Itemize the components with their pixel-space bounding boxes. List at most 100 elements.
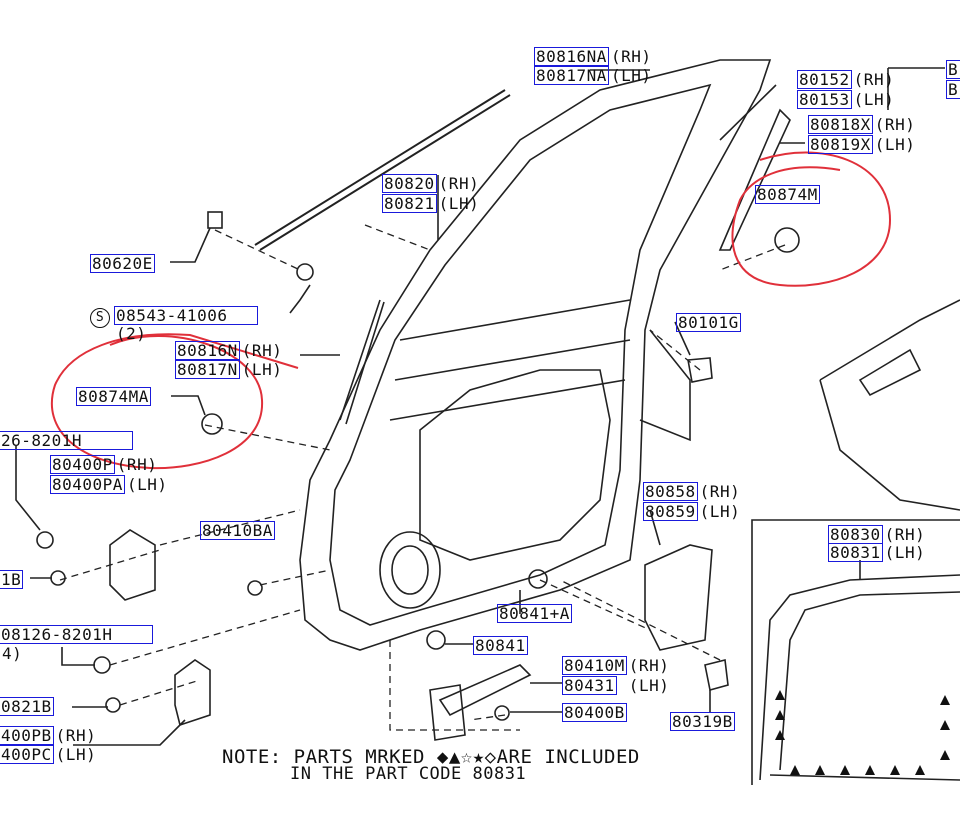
standard-part-symbol-icon: S	[90, 308, 110, 328]
part-label-80816NA[interactable]: 80816NA(RH)	[534, 47, 651, 66]
part-number: 400PC	[0, 745, 54, 764]
part-number: B	[946, 60, 960, 79]
part-label-80821B[interactable]: 0821B	[0, 697, 54, 716]
part-label-80874MA[interactable]: 80874MA	[76, 387, 151, 406]
side-suffix: (LH)	[884, 543, 926, 562]
side-suffix: (RH)	[628, 656, 670, 675]
part-label-80400PC[interactable]: 400PC(LH)	[0, 745, 96, 764]
part-number: 80819X	[808, 135, 873, 154]
part-label-08126-8201H-upper[interactable]: 26-8201H	[0, 431, 134, 450]
part-label-80817NA[interactable]: 80817NA(LH)	[534, 66, 651, 85]
part-number: 80859	[643, 502, 698, 521]
part-label-80831[interactable]: 80831(LH)	[828, 543, 925, 562]
part-number: 80400B	[562, 703, 627, 722]
side-suffix: (RH)	[55, 726, 97, 745]
part-label-80859[interactable]: 80859(LH)	[643, 502, 740, 521]
part-label-cut-bottom[interactable]: B	[946, 80, 960, 99]
part-label-80410BA[interactable]: 80410BA	[200, 521, 275, 540]
note-line-2: IN THE PART CODE 80831	[290, 764, 527, 784]
part-label-08126-8201H[interactable]: 08126-8201H	[0, 625, 154, 644]
part-label-80819X[interactable]: 80819X(LH)	[808, 135, 915, 154]
part-number: 80831	[828, 543, 883, 562]
side-suffix: (RH)	[884, 525, 926, 544]
side-suffix: (LH)	[874, 135, 916, 154]
part-number: 80874M	[755, 185, 820, 204]
side-suffix: (LH)	[610, 66, 652, 85]
part-label-80400P[interactable]: 80400P(RH)	[50, 455, 157, 474]
side-suffix: (RH)	[438, 174, 480, 193]
part-number: 80816N	[175, 341, 240, 360]
part-label-80818X[interactable]: 80818X(RH)	[808, 115, 915, 134]
part-label-80400PB[interactable]: 400PB(RH)	[0, 726, 96, 745]
part-number: 0821B	[0, 697, 54, 716]
part-number: 80400P	[50, 455, 115, 474]
note-line-1: NOTE: PARTS MRKED ◆▲☆★◇ARE INCLUDED	[222, 746, 640, 768]
part-number: 26-8201H	[0, 431, 134, 450]
part-number: 80841	[473, 636, 528, 655]
part-label-1B[interactable]: 1B	[0, 570, 24, 589]
part-label-80816N[interactable]: 80816N(RH)	[175, 341, 282, 360]
part-label-80820[interactable]: 80820(RH)	[382, 174, 479, 193]
part-number: 80153	[797, 90, 852, 109]
red-annotation-circles	[50, 151, 892, 470]
part-label-80400B[interactable]: 80400B	[562, 703, 627, 722]
part-number: 80817N	[175, 360, 240, 379]
part-label-80821[interactable]: 80821(LH)	[382, 194, 479, 213]
part-number: 80830	[828, 525, 883, 544]
annotation-circle-80874M	[731, 151, 892, 287]
side-suffix: (LH)	[126, 475, 168, 494]
part-number: 08543-41006	[114, 306, 259, 325]
part-number: 80410BA	[200, 521, 275, 540]
side-suffix: (RH)	[241, 341, 283, 360]
part-label-80874M[interactable]: 80874M	[755, 185, 820, 204]
side-suffix: (RH)	[874, 115, 916, 134]
part-number: 80816NA	[534, 47, 609, 66]
part-label-80858[interactable]: 80858(RH)	[643, 482, 740, 501]
side-suffix: (LH)	[853, 90, 895, 109]
part-label-80153[interactable]: 80153(LH)	[797, 90, 894, 109]
part-label-80841[interactable]: 80841	[473, 636, 528, 655]
part-number: 80858	[643, 482, 698, 501]
side-suffix: (RH)	[699, 482, 741, 501]
part-label-cut-top[interactable]: B	[946, 60, 960, 79]
side-suffix: (LH)	[241, 360, 283, 379]
door-frame	[299, 59, 772, 651]
part-number: 80817NA	[534, 66, 609, 85]
part-number: 80152	[797, 70, 852, 89]
part-number: 80410M	[562, 656, 627, 675]
part-number: 80818X	[808, 115, 873, 134]
part-label-80101G[interactable]: 80101G	[676, 313, 741, 332]
part-number: 80821	[382, 194, 437, 213]
part-number: 80820	[382, 174, 437, 193]
part-label-80410M[interactable]: 80410M(RH)	[562, 656, 669, 675]
part-number: 80841+A	[497, 604, 572, 623]
part-number: 80431	[562, 676, 617, 695]
part-number: 400PB	[0, 726, 54, 745]
side-suffix: (RH)	[853, 70, 895, 89]
part-label-80620E[interactable]: 80620E	[90, 254, 155, 273]
annotation-circle-80874MA	[50, 333, 299, 470]
part-number: 80620E	[90, 254, 155, 273]
part-number: 08126-8201H	[0, 625, 154, 644]
quantity-note: 4)	[2, 644, 23, 663]
side-suffix: (LH)	[438, 194, 480, 213]
part-label-80817N[interactable]: 80817N(LH)	[175, 360, 282, 379]
part-number: 80319B	[670, 712, 735, 731]
part-label-80400PA[interactable]: 80400PA(LH)	[50, 475, 167, 494]
part-label-80319B[interactable]: 80319B	[670, 712, 735, 731]
part-number: 1B	[0, 570, 24, 589]
part-label-80830[interactable]: 80830(RH)	[828, 525, 925, 544]
part-number: B	[946, 80, 960, 99]
side-suffix: (LH)	[55, 745, 97, 764]
part-label-80841-A[interactable]: 80841+A	[497, 604, 572, 623]
side-suffix: (RH)	[610, 47, 652, 66]
quantity-note: (2)	[116, 324, 147, 343]
side-suffix: (LH)	[699, 502, 741, 521]
part-label-80431[interactable]: 80431 (LH)	[562, 676, 669, 695]
part-number: 80101G	[676, 313, 741, 332]
part-label-80152[interactable]: 80152(RH)	[797, 70, 894, 89]
part-number: 80400PA	[50, 475, 125, 494]
